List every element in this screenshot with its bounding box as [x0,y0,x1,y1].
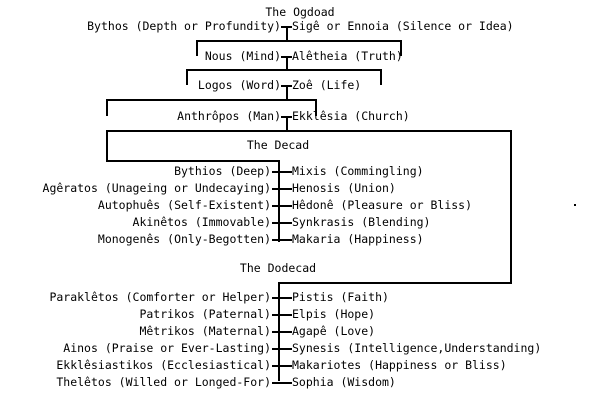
connector-h-dodecad-row1 [272,297,292,299]
aeon-label-ekklesia: Ekklêsia (Church) [292,109,410,123]
connector-h-decad-row1 [272,171,292,173]
scan-speck [574,204,576,206]
connector-h-dodecad-row3 [272,331,292,333]
aeon-label-elpis: Elpis (Hope) [292,307,376,321]
aeon-label-synesis: Synesis (Intelligence,Understanding) [292,341,542,355]
aeon-label-makaria: Makaria (Happiness) [292,232,424,246]
aeon-label-pistis: Pistis (Faith) [292,290,389,304]
aeon-label-aletheia: Alêtheia (Truth) [292,49,403,63]
aeon-label-ainos: Ainos (Praise or Ever-Lasting) [63,341,271,355]
connector-v-decad-spine [278,160,280,242]
aeon-label-mixis: Mixis (Commingling) [292,164,424,178]
connector-h-ogdoad-1-span [196,40,402,42]
aeon-label-henosis: Henosis (Union) [292,181,396,195]
connector-h-decad-row5 [272,239,292,241]
section-title-decad: The Decad [246,138,310,152]
connector-v-ogdoad-3-left [106,99,108,116]
connector-v-ogdoad-3-right [315,99,317,116]
connector-v-ogdoad-1-drop [286,26,288,41]
connector-v-branch-drop [286,116,288,131]
connector-v-ogdoad-2-left [186,69,188,85]
connector-h-ogdoad-2-span [186,69,382,71]
aeon-label-makariotes: Makariotes (Happiness or Bliss) [292,358,507,372]
connector-h-decad-row3 [272,205,292,207]
connector-v-ogdoad-1-left [196,40,198,56]
connector-v-ogdoad-2-drop [286,56,288,71]
connector-h-decad-entry [106,160,279,162]
aeon-label-metrikos: Mêtrikos (Maternal) [139,324,271,338]
aeon-label-autophues: Autophuês (Self-Existent) [97,198,271,212]
connector-h-decad-row2 [272,188,292,190]
aeon-label-agape: Agapê (Love) [292,324,376,338]
connector-h-decad-row4 [272,222,292,224]
aeon-label-bythos: Bythos (Depth or Profundity) [87,19,281,33]
connector-h-dodecad-entry [279,282,512,284]
connector-h-dodecad-row2 [272,314,292,316]
section-title-ogdoad: The Ogdoad [265,5,335,19]
aeon-label-akinetos: Akinêtos (Immovable) [132,215,271,229]
aeon-label-ageratos: Agêratos (Unageing or Undecaying) [42,181,271,195]
aeon-label-theletos: Thelêtos (Willed or Longed-For) [56,375,271,389]
connector-v-ogdoad-2-right [380,69,382,85]
connector-v-branch-left [106,130,108,162]
aeon-label-hedone: Hêdonê (Pleasure or Bliss) [292,198,473,212]
connector-h-dodecad-row6 [272,382,292,384]
aeon-label-bythios: Bythios (Deep) [174,164,271,178]
connector-v-ogdoad-3-drop [286,85,288,100]
aeon-label-logos: Logos (Word) [197,78,281,92]
connector-v-branch-right [510,130,512,284]
connector-h-dodecad-row5 [272,365,292,367]
aeon-label-anthropos: Anthrôpos (Man) [177,109,281,123]
aeon-label-synkrasis: Synkrasis (Blending) [292,215,431,229]
connector-h-branch-span [106,130,512,132]
aeon-label-ekklesiastikos: Ekklêsiastikos (Ecclesiastical) [56,358,271,372]
aeon-label-patrikos: Patrikos (Paternal) [139,307,271,321]
connector-v-ogdoad-1-right [400,40,402,56]
aeon-label-parakletos: Paraklêtos (Comforter or Helper) [49,290,271,304]
connector-h-ogdoad-3-span [106,99,317,101]
section-title-dodecad: The Dodecad [239,261,317,275]
aeon-label-monogenes: Monogenês (Only-Begotten) [97,232,271,246]
aeon-label-nous: Nous (Mind) [204,49,281,63]
aeon-label-sige: Sigê or Ennoia (Silence or Idea) [292,19,514,33]
aeon-label-zoe: Zoê (Life) [292,78,362,92]
aeon-label-sophia: Sophia (Wisdom) [292,375,396,389]
connector-h-dodecad-row4 [272,348,292,350]
